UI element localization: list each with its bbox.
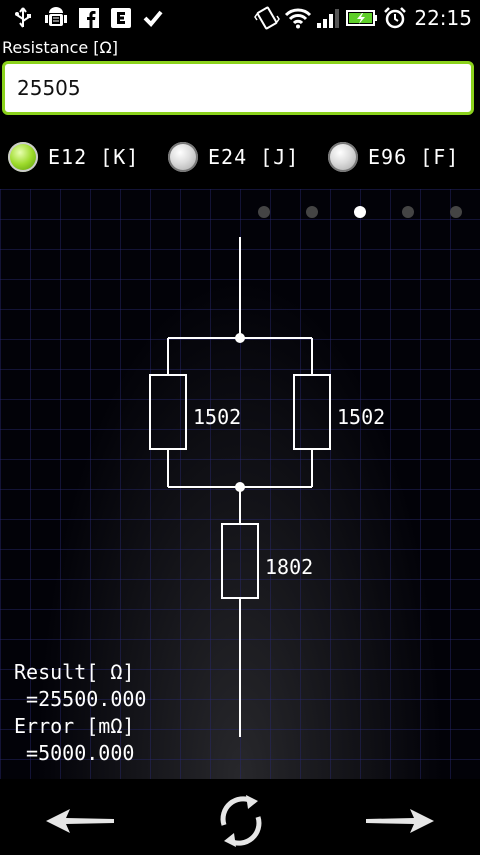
- radio-e24-indicator[interactable]: [168, 142, 198, 172]
- e-app-icon: [110, 6, 132, 30]
- result-value: =25500.000: [14, 687, 147, 711]
- radio-e12[interactable]: E12 [K]: [8, 138, 139, 176]
- error-label: Error [mΩ]: [14, 714, 135, 738]
- resistor-right-value: 1502: [337, 405, 385, 429]
- resistor-right: [293, 374, 331, 450]
- status-bar: 22:15: [0, 0, 480, 36]
- resistance-label: Resistance [Ω]: [2, 38, 119, 57]
- signal-icon: [316, 6, 342, 30]
- pager-dot-5[interactable]: [450, 206, 462, 218]
- android-debug-icon: [44, 6, 68, 30]
- usb-icon: [12, 6, 34, 30]
- resistor-left: [149, 374, 187, 450]
- left-arrow-icon[interactable]: [44, 805, 116, 837]
- result-label: Result[ Ω]: [14, 660, 135, 684]
- resistor-series-value: 1802: [265, 555, 313, 579]
- circuit-diagram: 1502 1502 1802: [149, 237, 385, 737]
- pager-dot-3[interactable]: [354, 206, 366, 218]
- node-top: [235, 333, 245, 343]
- radio-e24-label: E24 [J]: [208, 145, 300, 169]
- wifi-icon: [284, 6, 312, 30]
- status-time: 22:15: [414, 6, 472, 30]
- vibrate-icon: [254, 6, 280, 30]
- check-icon: [142, 6, 164, 30]
- error-value: =5000.000: [14, 741, 135, 765]
- pager-dot-4[interactable]: [402, 206, 414, 218]
- radio-e96-label: E96 [F]: [368, 145, 460, 169]
- pager-dot-1[interactable]: [258, 206, 270, 218]
- radio-e24[interactable]: E24 [J]: [168, 138, 299, 176]
- facebook-icon: [78, 6, 100, 30]
- radio-e96[interactable]: E96 [F]: [328, 138, 459, 176]
- resistor-left-value: 1502: [193, 405, 241, 429]
- node-bottom: [235, 482, 245, 492]
- battery-icon: [346, 6, 378, 30]
- resistor-series: [221, 523, 259, 599]
- right-arrow-icon[interactable]: [364, 805, 436, 837]
- pager-dot-2[interactable]: [306, 206, 318, 218]
- refresh-icon[interactable]: [218, 791, 264, 851]
- resistance-input[interactable]: 25505: [2, 61, 474, 115]
- bottom-nav: [0, 779, 480, 854]
- radio-e12-indicator[interactable]: [8, 142, 38, 172]
- radio-e96-indicator[interactable]: [328, 142, 358, 172]
- alarm-icon: [382, 6, 408, 30]
- radio-e12-label: E12 [K]: [48, 145, 140, 169]
